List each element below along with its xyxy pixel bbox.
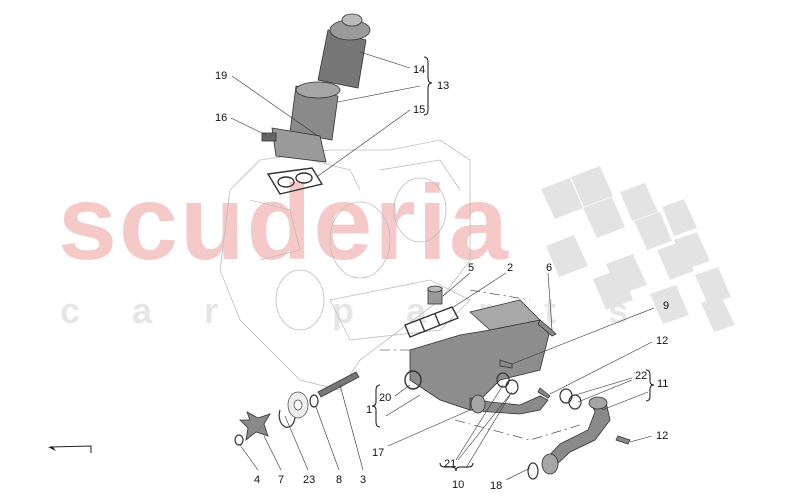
callout-11[interactable]: 11 — [657, 378, 669, 390]
callout-14[interactable]: 14 — [413, 64, 426, 76]
callout-4[interactable]: 4 — [254, 474, 261, 486]
callout-5[interactable]: 5 — [468, 262, 475, 274]
callout-18[interactable]: 18 — [490, 480, 503, 492]
callout-16[interactable]: 16 — [215, 112, 228, 124]
callout-23[interactable]: 23 — [303, 474, 316, 486]
callout-12[interactable]: 12 — [656, 335, 669, 347]
watermark-brand: scuderia — [58, 164, 511, 282]
callout-7[interactable]: 7 — [278, 474, 285, 486]
callout-1[interactable]: 1 — [366, 404, 373, 416]
callout-3[interactable]: 3 — [360, 474, 367, 486]
callout-9[interactable]: 9 — [663, 300, 670, 312]
callout-22[interactable]: 22 — [635, 370, 648, 382]
callout-6[interactable]: 6 — [546, 262, 553, 274]
front-arrow-icon — [48, 445, 92, 453]
callout-17[interactable]: 17 — [372, 447, 385, 459]
callout-2[interactable]: 2 — [507, 262, 514, 274]
callout-19[interactable]: 19 — [215, 70, 228, 82]
callout-21[interactable]: 21 — [444, 458, 457, 470]
callout-12-lower[interactable]: 12 — [656, 430, 669, 442]
callout-20[interactable]: 20 — [379, 392, 392, 404]
callout-13[interactable]: 13 — [437, 80, 450, 92]
callout-15[interactable]: 15 — [413, 104, 426, 116]
callout-10[interactable]: 10 — [452, 479, 465, 491]
callout-8[interactable]: 8 — [336, 474, 343, 486]
